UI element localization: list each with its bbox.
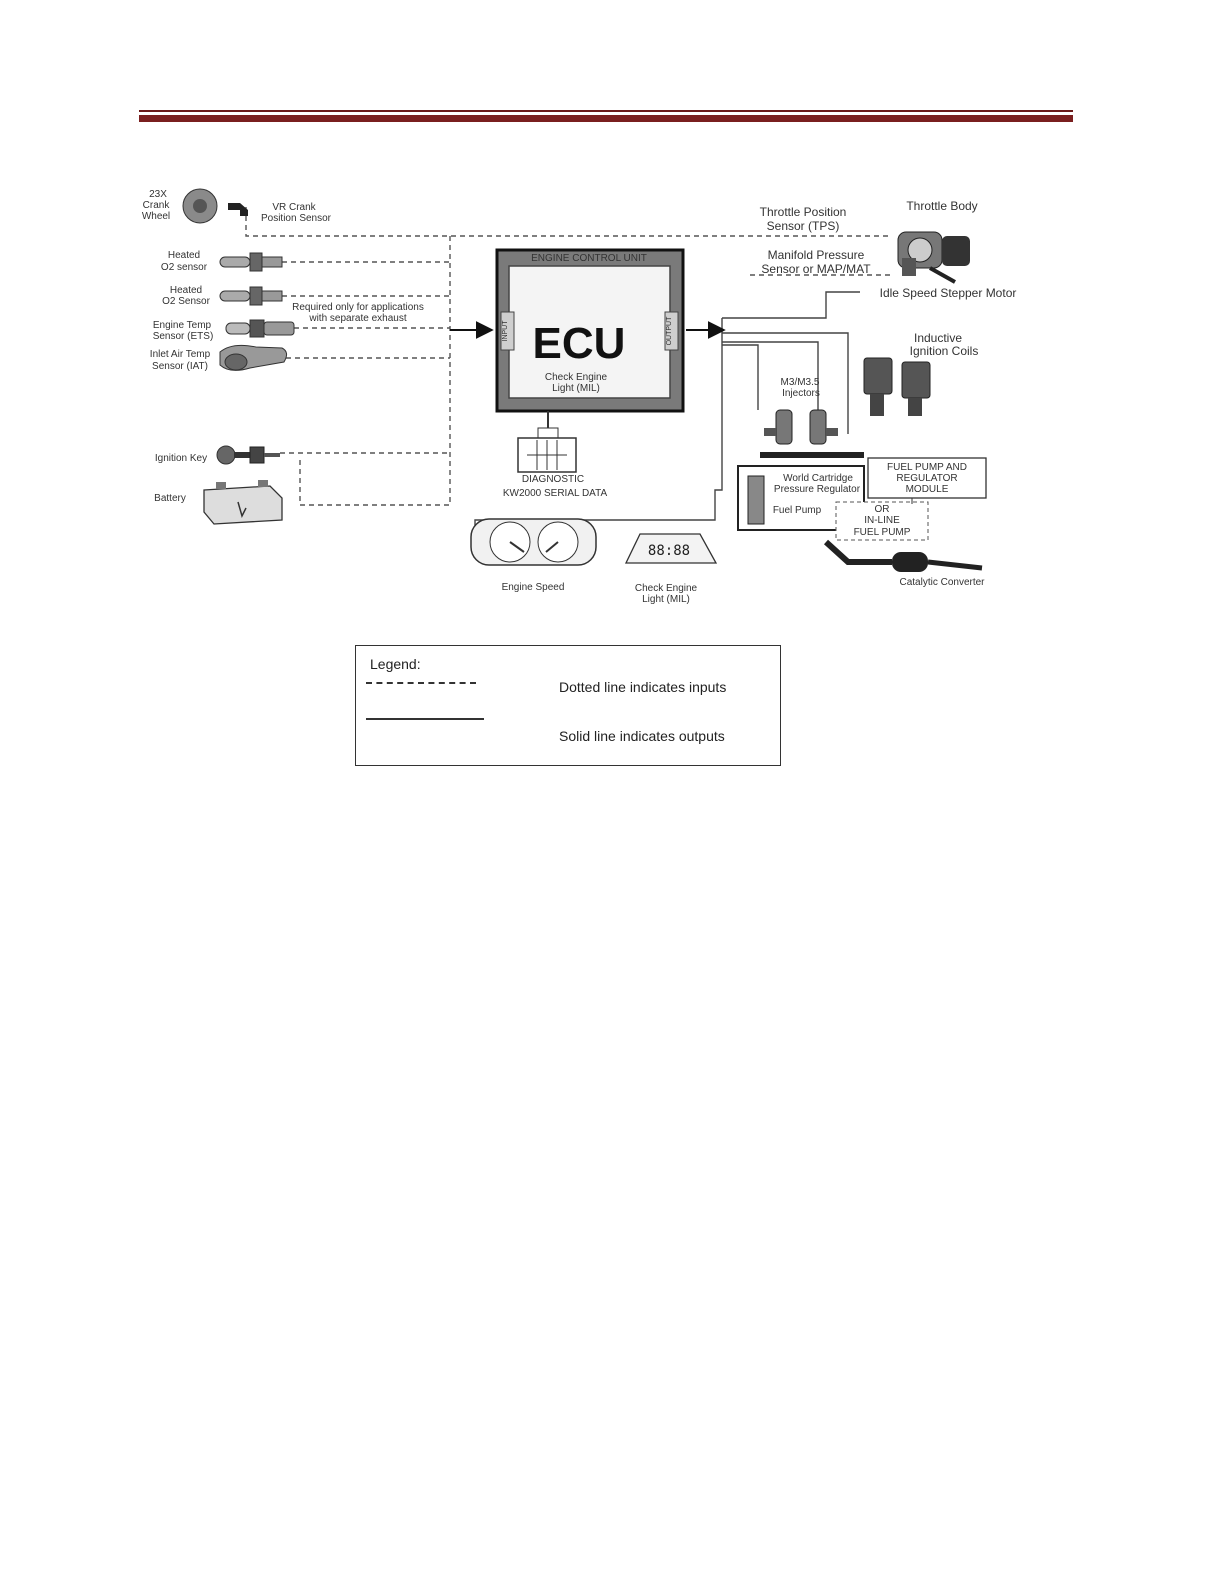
legend-solid-line — [366, 718, 484, 720]
o2-sensor-2-label-2: O2 Sensor — [162, 296, 210, 307]
o2-sensor-2-icon — [219, 286, 283, 306]
legend-outputs-text: Solid line indicates outputs — [559, 728, 725, 744]
dash-cluster-icon — [470, 518, 597, 566]
iat-label-2: Sensor (IAT) — [152, 361, 208, 372]
injectors-label-1: M3/M3.5 — [781, 377, 820, 388]
pump-module-label-1: FUEL PUMP AND — [887, 462, 967, 473]
map-label-2: Sensor or MAP/MAT — [761, 262, 871, 276]
ets-sensor-icon — [225, 319, 295, 338]
header-rule-thick — [139, 115, 1073, 122]
map-label-1: Manifold Pressure — [768, 248, 865, 262]
battery-label: Battery — [154, 493, 186, 504]
tps-label-2: Sensor (TPS) — [767, 219, 840, 233]
ecu-input-tab: INPUT — [502, 320, 509, 342]
ignition-coil-icon — [863, 357, 931, 416]
ets-label-2: Sensor (ETS) — [153, 331, 214, 342]
crank-wheel-label-2: Crank — [143, 200, 171, 211]
inline-pump-label-3: FUEL PUMP — [854, 527, 911, 538]
fuel-module-outline — [737, 457, 987, 541]
inline-pump-label-2: IN-LINE — [864, 515, 900, 526]
ecu-output-tab: OUTPUT — [666, 316, 673, 346]
regulator-label-1: World Cartridge — [783, 473, 853, 484]
tps-label-1: Throttle Position — [760, 205, 847, 219]
o2-note-2: with separate exhaust — [308, 313, 407, 324]
ets-label-1: Engine Temp — [153, 320, 212, 331]
crank-wheel-label-1: 23X — [149, 189, 167, 200]
ecu-top-label: ENGINE CONTROL UNIT — [531, 253, 647, 264]
iat-label-1: Inlet Air Temp — [150, 349, 211, 360]
injectors-label-2: Injectors — [782, 388, 820, 399]
ecu-mil-line-2: Light (MIL) — [552, 383, 600, 394]
o2-sensor-1-label-1: Heated — [168, 250, 200, 261]
crank-wheel-icon — [182, 188, 218, 224]
ecu-mil-line-1: Check Engine — [545, 372, 608, 383]
coils-label-1: Inductive — [914, 331, 962, 345]
iat-sensor-icon — [219, 344, 288, 371]
o2-sensor-1-icon — [219, 252, 283, 272]
vr-sensor-label-2: Position Sensor — [261, 213, 332, 224]
crank-wheel-label-3: Wheel — [142, 211, 170, 222]
catalytic-converter-icon — [823, 539, 983, 572]
ecu-label: ECU — [533, 319, 626, 368]
throttle-body-label: Throttle Body — [906, 199, 977, 213]
o2-note-1: Required only for applications — [292, 302, 424, 313]
diagnostic-label-1: DIAGNOSTIC — [522, 474, 584, 485]
inline-pump-label-1: OR — [875, 504, 890, 515]
ignition-key-label: Ignition Key — [155, 453, 207, 464]
engine-speed-label: Engine Speed — [502, 582, 565, 593]
o2-sensor-2-label-1: Heated — [170, 285, 202, 296]
mil-display-icon: 88:88 — [624, 533, 718, 564]
input-wires — [245, 207, 890, 506]
o2-sensor-1-label-2: O2 sensor — [161, 262, 208, 273]
ecu-wiring-diagram: ENGINE CONTROL UNIT ECU INPUT OUTPUT Che… — [142, 188, 1017, 605]
vr-sensor-label-1: VR Crank — [272, 202, 316, 213]
catalytic-label: Catalytic Converter — [899, 577, 985, 588]
regulator-label-2: Pressure Regulator — [774, 484, 861, 495]
legend-inputs-text: Dotted line indicates inputs — [559, 679, 727, 695]
pump-module-label-2: REGULATOR — [896, 473, 957, 484]
mil-label-1: Check Engine — [635, 583, 698, 594]
idle-motor-label: Idle Speed Stepper Motor — [880, 286, 1017, 300]
diagnostic-label-2: KW2000 SERIAL DATA — [503, 488, 608, 499]
pump-module-label-3: MODULE — [906, 484, 949, 495]
coils-label-2: Ignition Coils — [910, 344, 979, 358]
ignition-key-icon — [216, 445, 280, 465]
injectors-icon — [760, 409, 864, 458]
legend-title: Legend: — [370, 656, 421, 672]
vr-sensor-icon — [228, 203, 248, 216]
diagnostic-connector: DIAGNOSTIC KW2000 SERIAL DATA — [503, 411, 608, 499]
throttle-body-icon — [897, 231, 970, 284]
legend-dashed-line — [366, 682, 476, 684]
header-rule-thin — [139, 110, 1073, 112]
mil-digits: 88:88 — [648, 543, 690, 559]
legend-box: Legend: Dotted line indicates inputs Sol… — [355, 645, 781, 766]
mil-label-2: Light (MIL) — [642, 594, 690, 605]
ecu-block: ENGINE CONTROL UNIT ECU INPUT OUTPUT Che… — [495, 248, 685, 413]
fuel-pump-label: Fuel Pump — [773, 505, 822, 516]
battery-icon — [203, 480, 283, 525]
